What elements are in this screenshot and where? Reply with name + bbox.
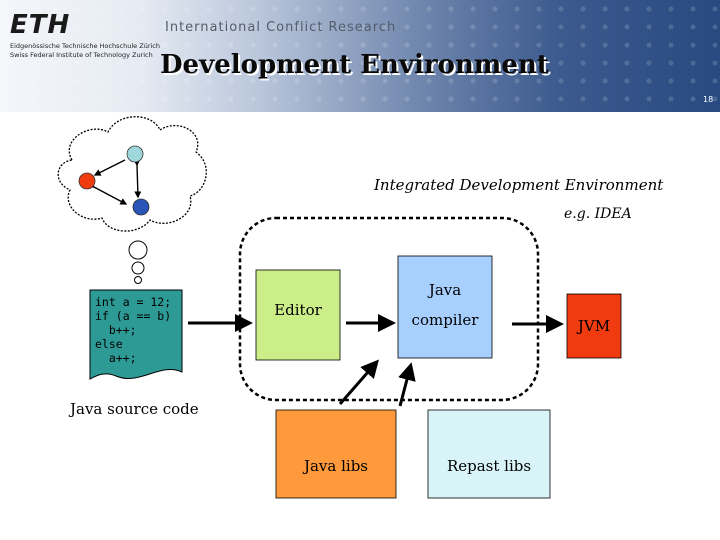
repast-libs-box [427, 409, 551, 499]
thought-bubble-small [134, 276, 142, 284]
compiler-label-line2: compiler [411, 311, 479, 329]
ide-boundary [238, 216, 540, 402]
cloud-node-blue [132, 198, 150, 216]
source-code-label: Java source code [70, 400, 199, 418]
compiler-label-line1: Java [428, 281, 462, 299]
institution-line-1: Eidgenössische Technische Hochschule Zür… [10, 42, 160, 50]
slide-number: 18 [703, 95, 714, 104]
ide-example: e.g. IDEA [564, 206, 632, 222]
slide-title: Development Environment [160, 50, 549, 80]
institution-line-2: Swiss Federal Institute of Technology Zu… [10, 51, 153, 59]
eth-logo: ETH [10, 10, 71, 40]
compiler-box [397, 255, 493, 359]
editor-box [255, 269, 341, 361]
cloud-arrow-left [93, 159, 126, 176]
thought-cloud [57, 116, 207, 232]
thought-bubble-medium [131, 261, 145, 275]
cloud-arrow-diag [87, 181, 128, 205]
research-group-name: International Conflict Research [165, 20, 397, 35]
arrow-javalibs-to-compiler [338, 359, 379, 405]
thought-bubble-large [128, 240, 148, 260]
java-libs-label: Java libs [303, 457, 369, 475]
jvm-label: JVM [577, 317, 611, 335]
arrow-repastlibs-to-compiler [398, 362, 416, 407]
ide-title: Integrated Development Environment [374, 176, 664, 194]
editor-label: Editor [274, 301, 322, 319]
source-code-document [89, 289, 183, 380]
cloud-node-red [78, 172, 96, 190]
java-libs-box [275, 409, 397, 499]
jvm-box [566, 293, 622, 359]
source-code-text: int a = 12; if (a == b) b++; else a++; [95, 295, 172, 365]
header-banner: ETH Eidgenössische Technische Hochschule… [0, 0, 720, 112]
cloud-node-cyan [126, 145, 144, 163]
repast-libs-label: Repast libs [446, 457, 532, 475]
cloud-arrow-vert [133, 159, 142, 199]
